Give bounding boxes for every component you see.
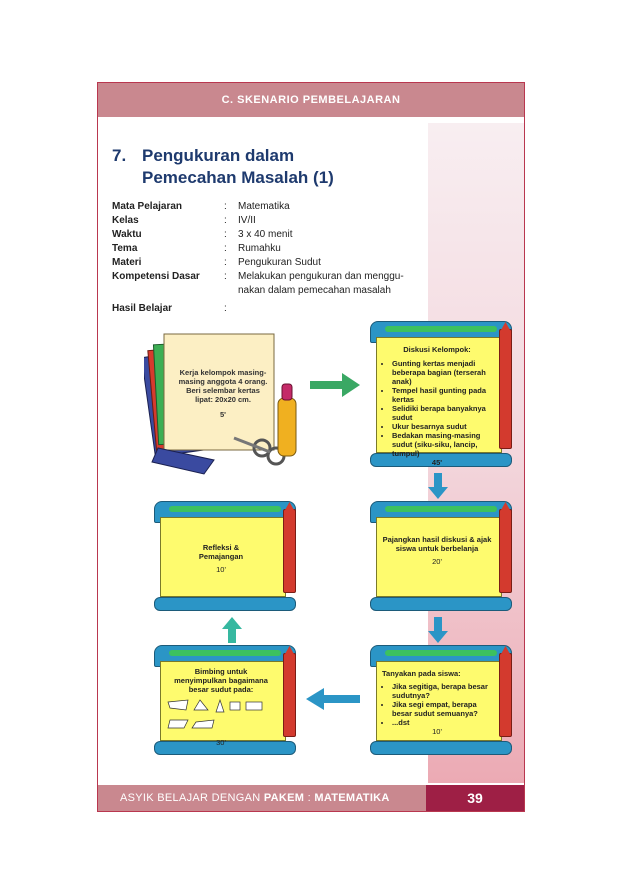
info-value: nakan dalam pemecahan masalah xyxy=(238,284,428,298)
bimbing-text: Bimbing untuk menyimpulkan bagaimana bes… xyxy=(166,667,276,694)
info-key: Mata Pelajaran xyxy=(112,200,224,214)
shapes-icon xyxy=(166,698,276,734)
section-header: C. SKENARIO PEMBELAJARAN xyxy=(98,83,524,117)
info-value: Pengukuran Sudut xyxy=(238,256,428,270)
title-line1: Pengukuran dalam xyxy=(142,146,294,165)
arrow-up-icon xyxy=(222,617,242,643)
bimbing-content: Bimbing untuk menyimpulkan bagaimana bes… xyxy=(166,667,276,747)
info-key: Waktu xyxy=(112,228,224,242)
footer-bar: ASYIK BELAJAR DENGAN PAKEM : MATEMATIKA … xyxy=(98,785,524,811)
title-line2: Pemecahan Masalah (1) xyxy=(112,167,334,189)
info-colon: : xyxy=(224,302,238,316)
arrow-right-icon xyxy=(310,373,360,397)
arrow-left-icon xyxy=(306,688,360,710)
pajangkan-content: Pajangkan hasil diskusi & ajak siswa unt… xyxy=(382,535,492,566)
card-diskusi: Diskusi Kelompok: Gunting kertas menjadi… xyxy=(370,321,512,469)
list-item: Bedakan masing-masing sudut (siku-siku, … xyxy=(392,431,492,458)
info-value: Melakukan pengukuran dan menggu- xyxy=(238,270,428,284)
footer-sep: : xyxy=(308,792,311,804)
tanyakan-content: Tanyakan pada siswa: Jika segitiga, bera… xyxy=(382,669,492,736)
list-item: ...dst xyxy=(392,718,492,727)
info-value: Rumahku xyxy=(238,242,428,256)
refleksi-time: 10' xyxy=(166,565,276,574)
footer-subject: MATEMATIKA xyxy=(314,792,389,804)
arrow-down-icon xyxy=(428,617,448,643)
tanyakan-title: Tanyakan pada siswa: xyxy=(382,669,492,678)
info-colon: : xyxy=(224,214,238,228)
page-number: 39 xyxy=(426,785,524,811)
pajangkan-text: Pajangkan hasil diskusi & ajak siswa unt… xyxy=(382,535,492,553)
intro-text: Kerja kelompok masing-masing anggota 4 o… xyxy=(178,368,268,404)
arrow-down-icon xyxy=(428,473,448,499)
tanyakan-time: 10' xyxy=(382,727,492,736)
card-refleksi: Refleksi & Pemajangan 10' xyxy=(154,501,296,613)
info-row: Materi:Pengukuran Sudut xyxy=(112,256,428,270)
footer-prefix: ASYIK BELAJAR DENGAN xyxy=(120,792,261,804)
card-bimbing: Bimbing untuk menyimpulkan bagaimana bes… xyxy=(154,645,296,757)
info-colon: : xyxy=(224,270,238,284)
card-tanyakan: Tanyakan pada siswa: Jika segitiga, bera… xyxy=(370,645,512,757)
info-key: Hasil Belajar xyxy=(112,302,224,316)
diskusi-list: Gunting kertas menjadi beberapa bagian (… xyxy=(382,359,492,458)
diskusi-title: Diskusi Kelompok: xyxy=(382,345,492,354)
diskusi-time: 45' xyxy=(382,458,492,467)
bimbing-time: 30' xyxy=(166,738,276,747)
footer-text: ASYIK BELAJAR DENGAN PAKEM : MATEMATIKA xyxy=(120,785,390,811)
info-row: Waktu:3 x 40 menit xyxy=(112,228,428,242)
intro-time: 5' xyxy=(178,410,268,419)
intro-card-text: Kerja kelompok masing-masing anggota 4 o… xyxy=(178,368,268,419)
page-title: 7.Pengukuran dalam Pemecahan Masalah (1) xyxy=(112,145,334,189)
info-colon: : xyxy=(224,228,238,242)
info-colon: : xyxy=(224,242,238,256)
list-item: Jika segitiga, berapa besar sudutnya? xyxy=(392,682,492,700)
info-key: Materi xyxy=(112,256,224,270)
footer-brand: PAKEM xyxy=(264,792,304,804)
info-row: Hasil Belajar: xyxy=(112,302,428,316)
list-item: Selidiki berapa banyaknya sudut xyxy=(392,404,492,422)
card-pajangkan: Pajangkan hasil diskusi & ajak siswa unt… xyxy=(370,501,512,613)
info-key: Tema xyxy=(112,242,224,256)
info-value: Matematika xyxy=(238,200,428,214)
list-item: Jika segi empat, berapa besar sudut semu… xyxy=(392,700,492,718)
list-item: Gunting kertas menjadi beberapa bagian (… xyxy=(392,359,492,386)
refleksi-content: Refleksi & Pemajangan 10' xyxy=(166,543,276,574)
info-value xyxy=(238,302,428,316)
info-value: 3 x 40 menit xyxy=(238,228,428,242)
info-row-cont: nakan dalam pemecahan masalah xyxy=(112,284,428,298)
refleksi-text: Refleksi & Pemajangan xyxy=(166,543,276,561)
pajangkan-time: 20' xyxy=(382,557,492,566)
page-frame: C. SKENARIO PEMBELAJARAN 7.Pengukuran da… xyxy=(97,82,525,812)
info-row: Kelas:IV/II xyxy=(112,214,428,228)
list-item: Tempel hasil gunting pada kertas xyxy=(392,386,492,404)
lesson-info: Mata Pelajaran:Matematika Kelas:IV/II Wa… xyxy=(112,200,428,316)
info-key: Kompetensi Dasar xyxy=(112,270,224,284)
tanyakan-list: Jika segitiga, berapa besar sudutnya? Ji… xyxy=(382,682,492,727)
info-row: Kompetensi Dasar:Melakukan pengukuran da… xyxy=(112,270,428,284)
info-row: Tema:Rumahku xyxy=(112,242,428,256)
info-value: IV/II xyxy=(238,214,428,228)
info-key: Kelas xyxy=(112,214,224,228)
list-item: Ukur besarnya sudut xyxy=(392,422,492,431)
diskusi-content: Diskusi Kelompok: Gunting kertas menjadi… xyxy=(382,345,492,467)
info-colon: : xyxy=(224,256,238,270)
info-colon: : xyxy=(224,200,238,214)
info-row: Mata Pelajaran:Matematika xyxy=(112,200,428,214)
title-number: 7. xyxy=(112,145,142,167)
